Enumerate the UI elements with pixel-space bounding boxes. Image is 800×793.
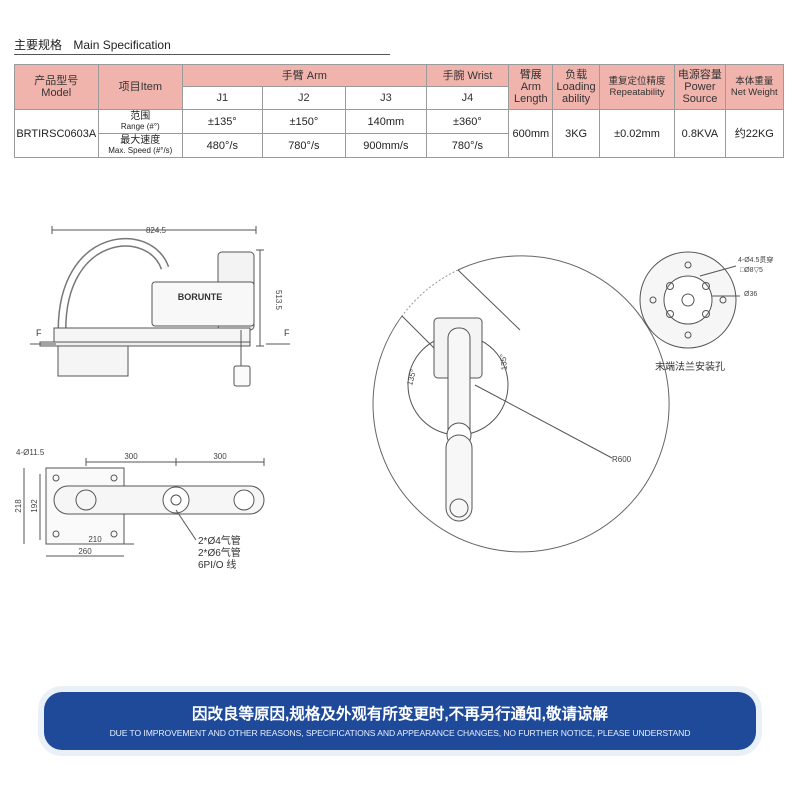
header-repeatability: 重复定位精度 Repeatability — [598, 64, 676, 110]
header-item: 项目Item — [97, 64, 184, 110]
header-arm-length: 臂展 Arm Length — [508, 64, 554, 110]
item-speed: 最大速度 Max. Speed (#°/s) — [97, 133, 184, 158]
working-range — [372, 255, 670, 553]
air-pipe-4: 2*Ø4气管 — [198, 534, 241, 547]
header-model: 产品型号 Model — [14, 64, 99, 110]
arm-length-value: 600mm — [508, 109, 554, 158]
speed-j4: 780°/s — [425, 133, 510, 158]
notice-banner: 因改良等原因,规格及外观有所变更时,不再另行通知,敬请谅解 DUE TO IMP… — [44, 692, 756, 750]
dim-300b: 300 — [213, 452, 227, 461]
spec-table: 产品型号 Model 项目Item 手臂 Arm 手腕 Wrist 臂展 Arm… — [14, 64, 785, 158]
heading-en: Main Specification — [73, 38, 171, 52]
flange-dia: Ø36 — [744, 291, 757, 298]
top-view — [23, 458, 265, 557]
header-weight: 本体重量 Net Weight — [724, 64, 785, 110]
brand-logo: BORUNTE — [178, 292, 223, 302]
range-j2: ±150° — [261, 109, 347, 134]
load-value: 3KG — [552, 109, 600, 158]
label-f-right: F — [284, 328, 290, 338]
technical-drawings: 824.5 513.5 BORUNTE F F 4-Ø11.5 300 300 … — [14, 226, 773, 571]
item-range-cn: 范围 — [130, 110, 151, 122]
dim-210: 210 — [88, 535, 102, 544]
header-wrist: 手腕 Wrist — [425, 64, 510, 87]
flange-caption: 末端法兰安装孔 — [655, 360, 725, 373]
air-pipe-6: 2*Ø6气管 — [198, 546, 241, 559]
flange-spec2: □Ø8▽5 — [740, 267, 763, 274]
repeatability-value: ±0.02mm — [598, 109, 676, 158]
notice-en: DUE TO IMPROVEMENT AND OTHER REASONS, SP… — [109, 728, 691, 738]
radius-label: R600 — [612, 455, 632, 464]
angle-left: 135° — [405, 368, 418, 386]
speed-j3: 900mm/s — [345, 133, 427, 158]
header-j4: J4 — [425, 86, 510, 110]
dim-192: 192 — [30, 499, 39, 513]
header-j1: J1 — [182, 86, 263, 110]
header-arm: 手臂 Arm — [182, 64, 427, 87]
flange-spec1: 4-Ø4.5贯穿 — [738, 255, 773, 264]
model-cell: BRTIRSC0603A — [14, 109, 99, 158]
item-speed-en: Max. Speed (#°/s) — [108, 145, 173, 155]
dim-width: 824.5 — [146, 226, 167, 235]
item-range-en: Range (#°) — [120, 121, 160, 131]
heading-rule — [14, 54, 390, 55]
dim-height: 513.5 — [274, 290, 283, 311]
weight-value: 约22KG — [724, 109, 785, 158]
dim-300a: 300 — [124, 452, 138, 461]
dim-260: 260 — [78, 547, 92, 556]
range-j1: ±135° — [182, 109, 263, 134]
header-j3: J3 — [345, 86, 427, 110]
item-range: 范围 Range (#°) — [97, 109, 184, 134]
label-f-left: F — [36, 328, 42, 338]
speed-j2: 780°/s — [261, 133, 347, 158]
io-cable: 6PI/O 线 — [198, 558, 236, 571]
header-load: 负载 Loading ability — [552, 64, 600, 110]
section-heading: 主要规格 Main Specification — [14, 36, 179, 53]
range-j3: 140mm — [345, 109, 427, 134]
hole-spec: 4-Ø11.5 — [16, 448, 45, 457]
header-power: 电源容量 Power Source — [674, 64, 726, 110]
item-speed-cn: 最大速度 — [120, 134, 161, 146]
header-j2: J2 — [261, 86, 347, 110]
dim-218: 218 — [14, 499, 23, 513]
range-j4: ±360° — [425, 109, 510, 134]
side-view — [30, 226, 290, 387]
notice-cn: 因改良等原因,规格及外观有所变更时,不再另行通知,敬请谅解 — [192, 706, 608, 723]
angle-right: 135° — [499, 353, 509, 370]
flange-view — [639, 251, 740, 349]
speed-j1: 480°/s — [182, 133, 263, 158]
power-value: 0.8KVA — [674, 109, 726, 158]
heading-cn: 主要规格 — [14, 38, 63, 52]
